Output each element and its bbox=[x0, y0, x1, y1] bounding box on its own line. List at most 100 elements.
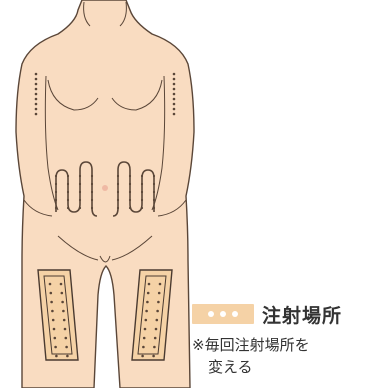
injection-dot bbox=[173, 113, 176, 116]
injection-dot bbox=[67, 183, 69, 185]
injection-dot bbox=[50, 301, 53, 304]
injection-dot bbox=[35, 88, 38, 91]
injection-dot bbox=[141, 175, 143, 177]
injection-dot bbox=[153, 191, 155, 193]
injection-dot bbox=[129, 191, 131, 193]
injection-dot bbox=[146, 301, 149, 304]
injection-dot bbox=[51, 310, 54, 313]
injection-dot bbox=[154, 337, 157, 340]
injection-dot bbox=[61, 301, 64, 304]
injection-dot bbox=[141, 355, 144, 358]
injection-dot bbox=[64, 328, 67, 331]
injection-dot bbox=[55, 191, 57, 193]
injection-dot bbox=[153, 183, 155, 185]
injection-dot bbox=[141, 183, 143, 185]
injection-dot bbox=[153, 199, 155, 201]
injection-dot bbox=[156, 319, 159, 322]
injection-dot bbox=[157, 301, 160, 304]
injection-dot bbox=[91, 175, 93, 177]
injection-dot bbox=[91, 183, 93, 185]
note-text-line1: ※毎回注射場所を bbox=[192, 334, 310, 355]
injection-dot bbox=[53, 328, 56, 331]
injection-dot bbox=[54, 346, 57, 349]
injection-dot bbox=[129, 183, 131, 185]
injection-dot bbox=[49, 283, 52, 286]
injection-dot bbox=[173, 78, 176, 81]
injection-dot bbox=[141, 199, 143, 201]
injection-dot bbox=[65, 346, 68, 349]
injection-dot bbox=[117, 199, 119, 201]
injection-dot bbox=[148, 283, 151, 286]
legend-dot bbox=[208, 311, 214, 317]
injection-dot bbox=[67, 191, 69, 193]
injection-dot bbox=[63, 319, 66, 322]
injection-dot bbox=[52, 319, 55, 322]
injection-dot bbox=[79, 183, 81, 185]
injection-dot bbox=[173, 83, 176, 86]
upper-arm-injection-dots-left bbox=[35, 73, 38, 116]
injection-dot bbox=[91, 191, 93, 193]
injection-dot bbox=[55, 355, 58, 358]
injection-dot bbox=[173, 108, 176, 111]
legend-swatch bbox=[192, 304, 254, 324]
injection-dot bbox=[35, 73, 38, 76]
injection-dot bbox=[153, 346, 156, 349]
injection-dot bbox=[35, 103, 38, 106]
injection-dot bbox=[62, 310, 65, 313]
legend-dot bbox=[220, 311, 226, 317]
injection-dot bbox=[79, 207, 81, 209]
navel bbox=[102, 185, 108, 191]
injection-dot bbox=[141, 207, 143, 209]
injection-dot bbox=[173, 88, 176, 91]
injection-dot bbox=[153, 207, 155, 209]
injection-dot bbox=[67, 175, 69, 177]
injection-dot bbox=[35, 108, 38, 111]
injection-dot bbox=[159, 283, 162, 286]
injection-dot bbox=[152, 355, 155, 358]
injection-dot bbox=[117, 175, 119, 177]
injection-dot bbox=[143, 337, 146, 340]
injection-dot bbox=[55, 199, 57, 201]
injection-dot bbox=[147, 292, 150, 295]
injection-dot bbox=[61, 292, 64, 295]
injection-dot bbox=[79, 199, 81, 201]
injection-dot bbox=[55, 207, 57, 209]
injection-dot bbox=[54, 337, 57, 340]
upper-arm-injection-dots-right bbox=[173, 73, 176, 116]
injection-dot bbox=[55, 183, 57, 185]
injection-dot bbox=[65, 337, 68, 340]
injection-dot bbox=[55, 175, 57, 177]
injection-dot bbox=[129, 175, 131, 177]
injection-dot bbox=[67, 207, 69, 209]
injection-dot bbox=[145, 310, 148, 313]
injection-dot bbox=[117, 207, 119, 209]
injection-dot bbox=[35, 83, 38, 86]
injection-dot bbox=[145, 319, 148, 322]
injection-dot bbox=[35, 98, 38, 101]
injection-dot bbox=[153, 175, 155, 177]
injection-dot bbox=[35, 93, 38, 96]
injection-dot bbox=[158, 292, 161, 295]
injection-dot bbox=[35, 78, 38, 81]
injection-dot bbox=[129, 207, 131, 209]
injection-dot bbox=[50, 292, 53, 295]
legend-dot bbox=[232, 311, 238, 317]
injection-dot bbox=[91, 199, 93, 201]
injection-dot bbox=[144, 328, 147, 331]
legend-label: 注射場所 bbox=[262, 301, 342, 328]
injection-dot bbox=[141, 191, 143, 193]
injection-dot bbox=[129, 199, 131, 201]
injection-dot bbox=[156, 310, 159, 313]
injection-dot bbox=[66, 355, 69, 358]
injection-dot bbox=[173, 98, 176, 101]
injection-dot bbox=[91, 207, 93, 209]
injection-dot bbox=[173, 73, 176, 76]
injection-dot bbox=[117, 183, 119, 185]
injection-dot bbox=[117, 191, 119, 193]
injection-dot bbox=[173, 103, 176, 106]
injection-dot bbox=[79, 191, 81, 193]
injection-dot bbox=[142, 346, 145, 349]
injection-dot bbox=[173, 93, 176, 96]
injection-dot bbox=[67, 199, 69, 201]
